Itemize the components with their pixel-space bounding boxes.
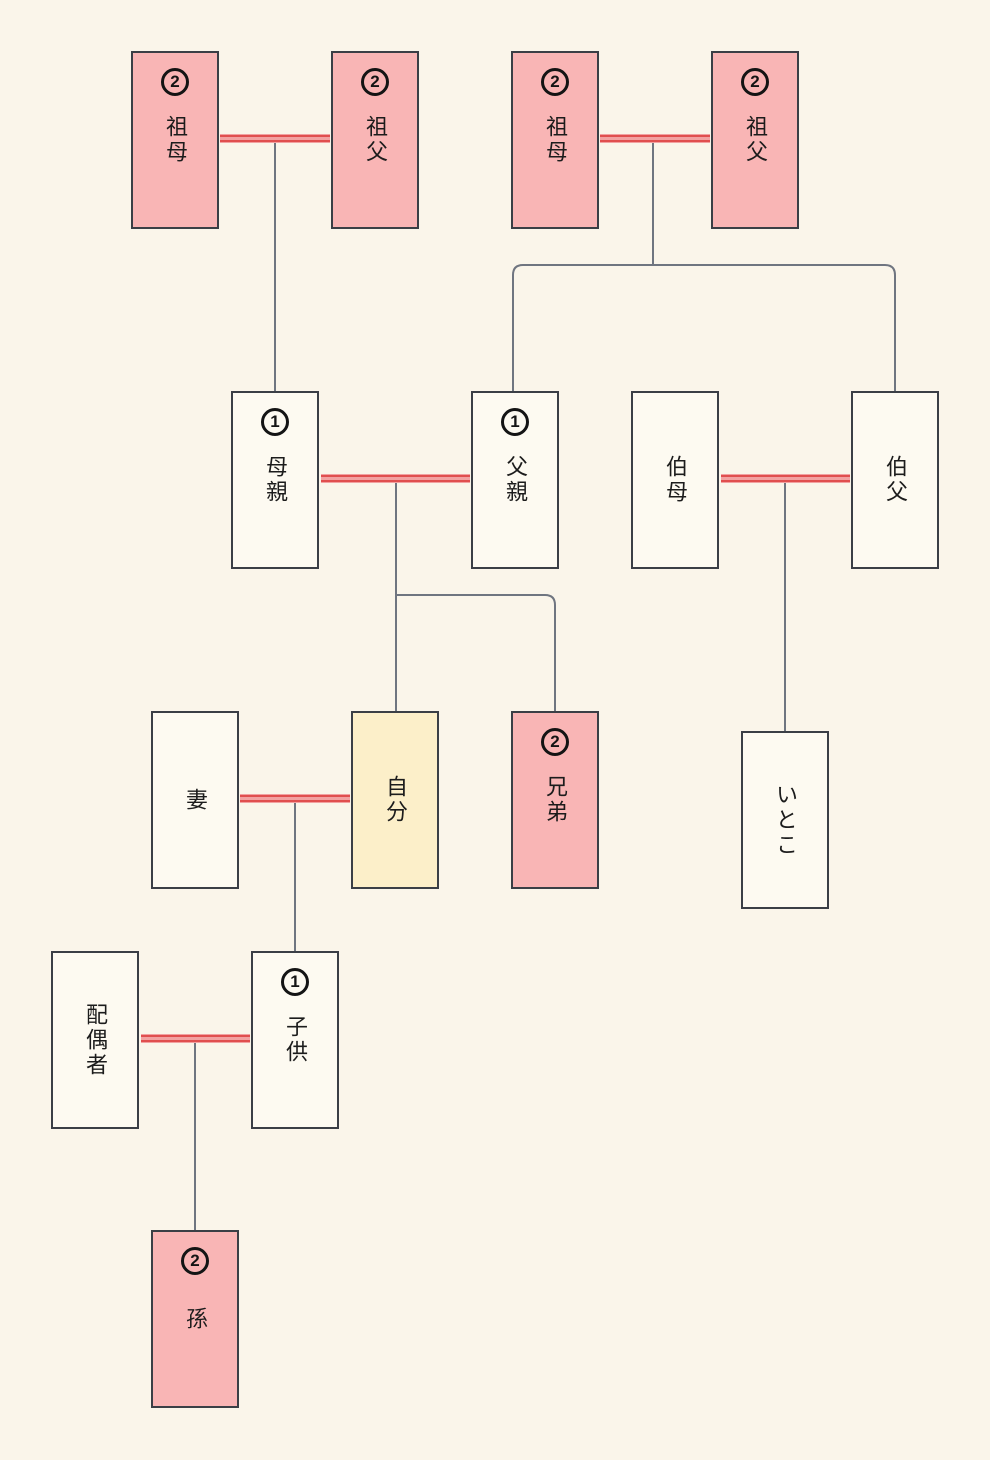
connector-parents-to-sibling <box>396 594 556 712</box>
node-label: 孫 <box>183 1306 208 1332</box>
marriage-line-aunt-uncle <box>721 474 850 483</box>
degree-badge: 2 <box>741 68 769 96</box>
degree-badge: 1 <box>261 408 289 436</box>
node-label: 祖母 <box>163 115 188 165</box>
node-father[interactable]: 1 父親 <box>471 391 559 569</box>
connector-paternal-grandparents-to-father-and-uncle <box>512 264 896 392</box>
node-sibling[interactable]: 2 兄弟 <box>511 711 599 889</box>
node-aunt[interactable]: 伯母 <box>631 391 719 569</box>
node-label: 子供 <box>283 1015 308 1065</box>
node-child[interactable]: 1 子供 <box>251 951 339 1129</box>
node-label: 兄弟 <box>543 775 568 825</box>
node-label: いとこ <box>773 782 798 858</box>
node-label: 祖父 <box>743 115 768 165</box>
degree-badge: 2 <box>541 68 569 96</box>
node-cousin[interactable]: いとこ <box>741 731 829 909</box>
node-label: 父親 <box>503 455 528 505</box>
node-spouse[interactable]: 配偶者 <box>51 951 139 1129</box>
degree-badge: 2 <box>541 728 569 756</box>
degree-badge: 2 <box>361 68 389 96</box>
node-label: 伯母 <box>663 455 688 505</box>
node-grandmother-maternal[interactable]: 2 祖母 <box>131 51 219 229</box>
node-label: 自分 <box>383 775 408 825</box>
degree-badge: 1 <box>501 408 529 436</box>
marriage-line-spouse-child <box>141 1034 250 1043</box>
node-wife[interactable]: 妻 <box>151 711 239 889</box>
node-grandmother-paternal[interactable]: 2 祖母 <box>511 51 599 229</box>
marriage-line-maternal-grandparents <box>220 134 330 143</box>
degree-badge: 2 <box>161 68 189 96</box>
node-self[interactable]: 自分 <box>351 711 439 889</box>
node-label: 母親 <box>263 455 288 505</box>
node-label: 祖父 <box>363 115 388 165</box>
node-label: 伯父 <box>883 455 908 505</box>
node-mother[interactable]: 1 母親 <box>231 391 319 569</box>
node-grandchild[interactable]: 2 孫 <box>151 1230 239 1408</box>
marriage-line-wife-self <box>240 794 350 803</box>
node-grandfather-maternal[interactable]: 2 祖父 <box>331 51 419 229</box>
node-label: 妻 <box>183 787 208 813</box>
marriage-line-paternal-grandparents <box>600 134 710 143</box>
marriage-line-mother-father <box>321 474 470 483</box>
node-label: 祖母 <box>543 115 568 165</box>
node-grandfather-paternal[interactable]: 2 祖父 <box>711 51 799 229</box>
node-label: 配偶者 <box>83 1002 108 1078</box>
degree-badge: 1 <box>281 968 309 996</box>
node-uncle[interactable]: 伯父 <box>851 391 939 569</box>
degree-badge: 2 <box>181 1247 209 1275</box>
